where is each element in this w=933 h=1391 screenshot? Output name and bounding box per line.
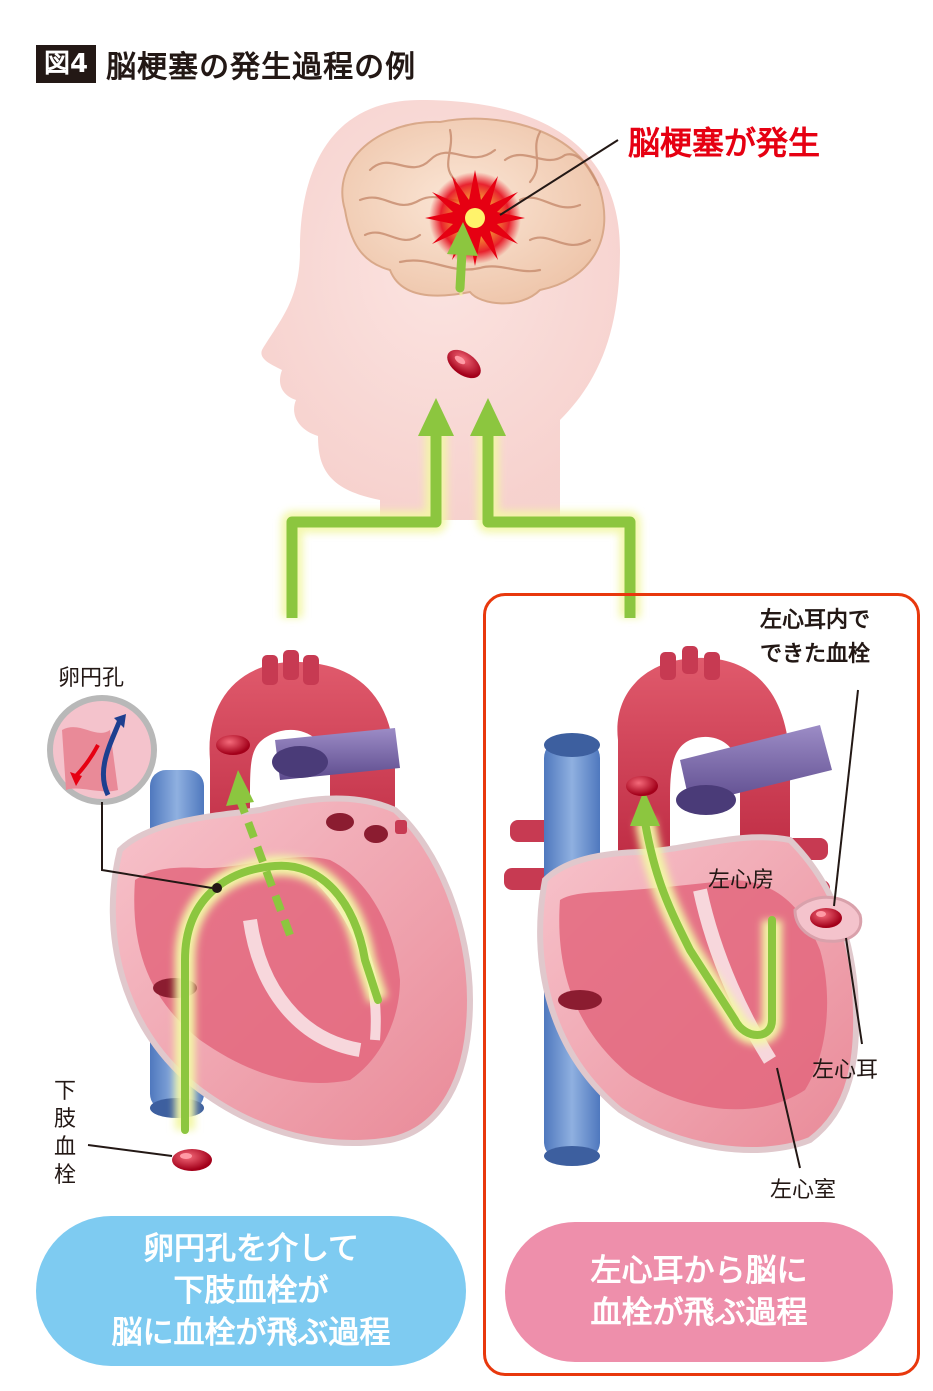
caption-line: 下肢血栓が [173,1273,329,1309]
left-atrial-appendage-label: 左心耳 [812,1058,879,1083]
left-atrial-appendage-panel [483,593,920,1376]
green-path-arrow-icon [447,222,478,297]
embolus-char: 肢 [53,1107,76,1132]
foramen-inset-icon [47,695,213,889]
embolus-char: 栓 [53,1163,76,1188]
blood-clot-icon [447,349,481,379]
infarct-burst-icon [425,170,525,266]
caption-line: 血栓が飛ぶ過程 [590,1295,808,1331]
green-path-arrow-icon [281,398,641,618]
appendage-route-caption: 左心耳から脳に 血栓が飛ぶ過程 [505,1222,893,1362]
embolus-char: 下 [53,1079,76,1104]
appendage-clot-label: 左心耳内で できた血栓 [760,604,870,672]
left-ventricle-label: 左心室 [770,1178,837,1203]
foramen-route-caption: 卵円孔を介して 下肢血栓が 脳に血栓が飛ぶ過程 [36,1216,466,1366]
caption-line: 左心耳から脳に [590,1253,808,1289]
caption-line: 卵円孔を介して [142,1231,360,1267]
figure-title: 脳梗塞の発生過程の例 [106,50,417,85]
infarct-label: 脳梗塞が発生 [628,124,821,162]
left-atrium-label: 左心房 [708,868,775,893]
heart-icon [109,650,474,1146]
clot-label-line: 左心耳内で [760,608,871,633]
caption-line: 脳に血栓が飛ぶ過程 [111,1315,391,1351]
foramen-ovale-label: 卵円孔 [58,666,125,691]
lower-limb-embolus-label: 下 肢 血 栓 [52,1078,78,1190]
blood-clot-icon [87,1144,212,1171]
figure-header: 図4 脳梗塞の発生過程の例 [36,42,416,86]
figure-tag: 図4 [36,45,97,83]
embolus-char: 血 [53,1135,76,1160]
heart-icon [504,646,863,1166]
clot-label-line: できた血栓 [760,642,871,667]
